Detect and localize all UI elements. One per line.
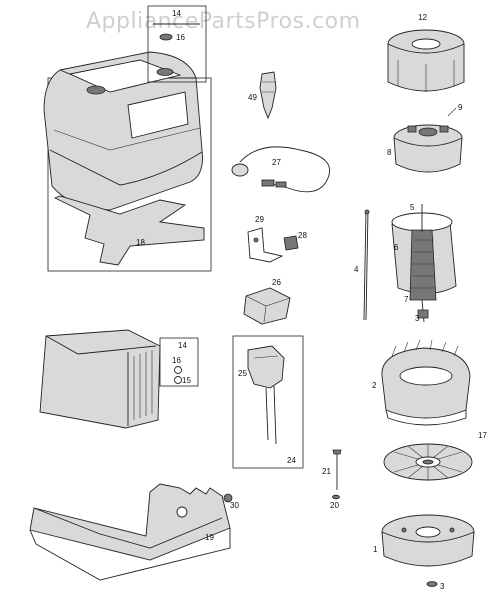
part-1-flywheel[interactable]: [381, 514, 475, 567]
callout-20: 20: [330, 501, 339, 510]
part-24-box: [232, 335, 304, 469]
part-5-6-7-armature[interactable]: [391, 204, 457, 323]
part-20-washer[interactable]: [332, 494, 340, 500]
part-4-rod[interactable]: [363, 209, 370, 321]
watermark-text: AppliancePartsPros.com: [86, 9, 361, 34]
callout-1: 1: [373, 545, 378, 554]
callout-2: 2: [372, 381, 377, 390]
callout-14: 14: [172, 9, 181, 18]
callout-27: 27: [272, 158, 281, 167]
control-box[interactable]: [39, 329, 199, 429]
housing-assembly[interactable]: [43, 5, 212, 272]
part-26[interactable]: [243, 287, 291, 325]
callout-26: 26: [272, 278, 281, 287]
callout-14b: 14: [178, 341, 187, 350]
callout-3: 3: [415, 314, 420, 323]
callout-6: 6: [394, 243, 399, 252]
callout-4: 4: [354, 265, 359, 274]
callout-15: 15: [182, 376, 191, 385]
callout-17: 17: [478, 431, 487, 440]
part-3-nut[interactable]: [426, 581, 438, 587]
callout-49: 49: [248, 93, 257, 102]
callout-12: 12: [418, 13, 427, 22]
callout-5: 5: [410, 203, 415, 212]
part-21-screw[interactable]: [332, 449, 342, 490]
part-17-fan[interactable]: [383, 443, 473, 481]
callout-9: 9: [458, 103, 463, 112]
mounting-bracket[interactable]: [29, 483, 233, 581]
callout-30: 30: [230, 501, 239, 510]
callout-25: 25: [238, 369, 247, 378]
callout-18: 18: [136, 238, 145, 247]
part-49[interactable]: [259, 71, 277, 120]
callout-19: 19: [205, 533, 214, 542]
part-14-16-box: [147, 5, 207, 83]
part-12-end-cap[interactable]: [387, 29, 465, 92]
part-2-fan-housing[interactable]: [381, 339, 471, 426]
callout-7: 7: [404, 295, 409, 304]
callout-24: 24: [287, 456, 296, 465]
callout-16: 16: [176, 33, 185, 42]
callout-29: 29: [255, 215, 264, 224]
part-24-25-box[interactable]: [232, 335, 304, 469]
part-28[interactable]: [283, 235, 299, 251]
callout-8: 8: [387, 148, 392, 157]
callout-28: 28: [298, 231, 307, 240]
part-14-15-16-box: [159, 337, 199, 387]
part-8-brush-holder[interactable]: [393, 124, 463, 173]
part-29-bracket[interactable]: [247, 227, 284, 263]
callout-21: 21: [322, 467, 331, 476]
part-27-cable[interactable]: [231, 146, 331, 193]
callout-16b: 16: [172, 356, 181, 365]
callout-3b: 3: [440, 582, 445, 591]
